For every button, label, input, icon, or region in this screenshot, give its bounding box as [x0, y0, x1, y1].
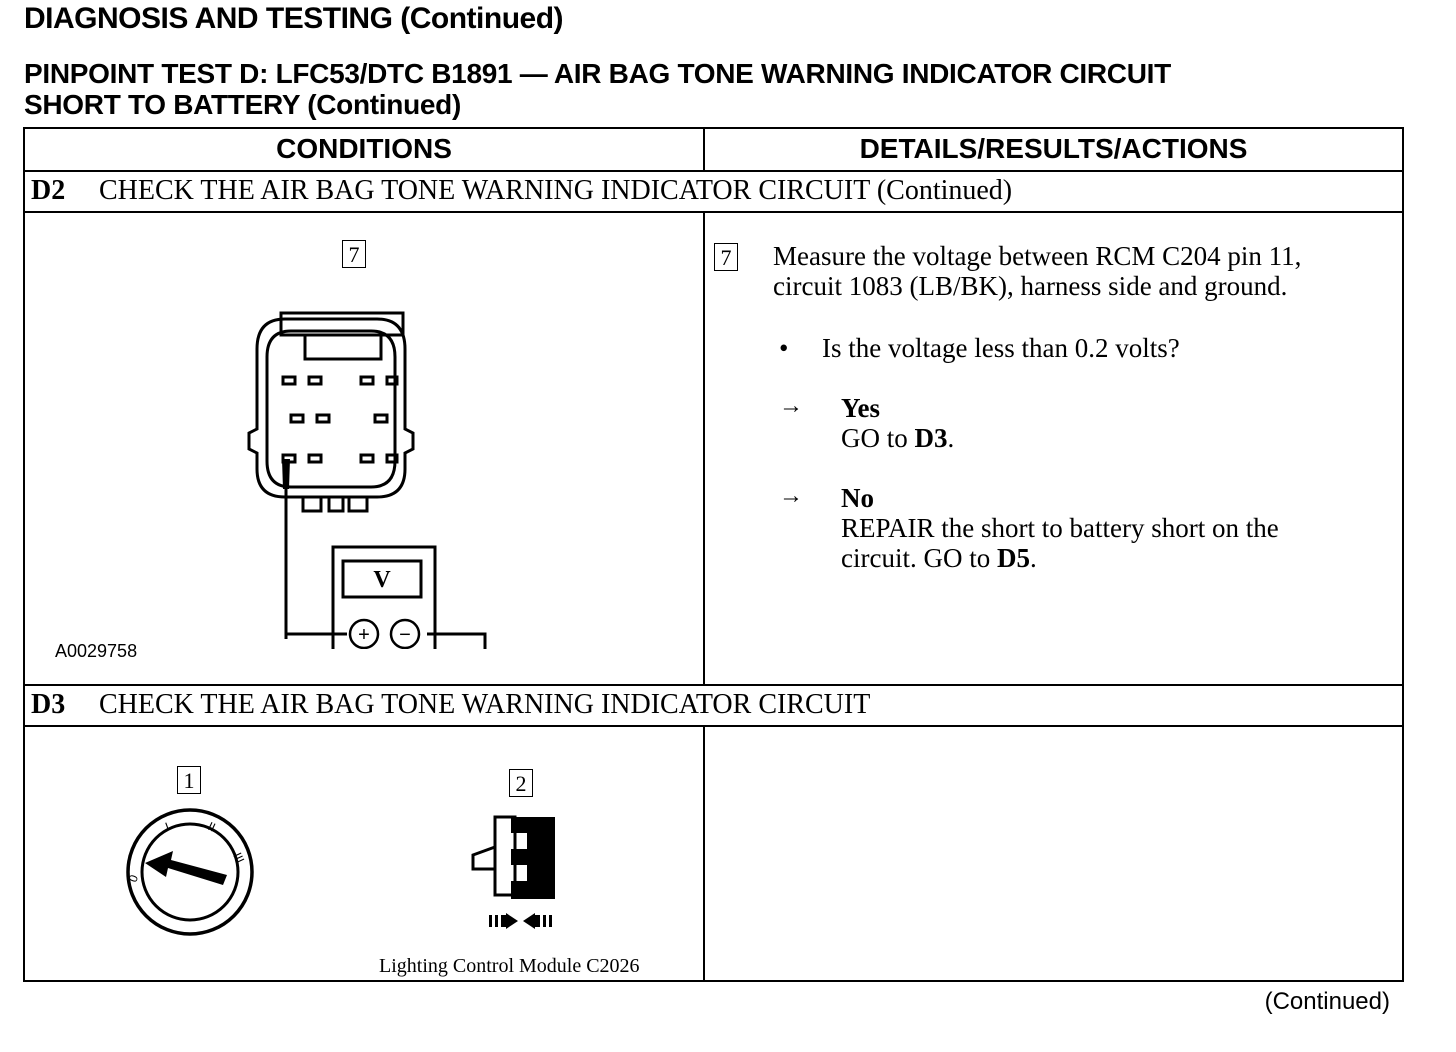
d2-section-title: D2 CHECK THE AIR BAG TONE WARNING INDICAT…: [31, 175, 1012, 207]
d3-step2-box: 2: [509, 769, 533, 797]
meter-minus-terminal: −: [399, 624, 411, 646]
test-title: PINPOINT TEST D: LFC53/DTC B1891 — AIR B…: [24, 58, 1384, 120]
d3-step1-box: 1: [177, 766, 201, 794]
col-header-details: DETAILS/RESULTS/ACTIONS: [859, 133, 1248, 164]
d3-col-divider: [703, 725, 705, 980]
yes-action-prefix: GO to: [841, 423, 915, 453]
d2-title-divider: [25, 211, 1402, 213]
d2-instruction: Measure the voltage between RCM C204 pin…: [773, 241, 1301, 301]
question-bullet: •: [779, 333, 789, 363]
d2-instruction-line-2: circuit 1083 (LB/BK), harness side and g…: [773, 271, 1288, 301]
header-divider: [25, 170, 1402, 172]
d3-step-id: D3: [31, 689, 66, 720]
d2-voltmeter-diagram: V + −: [247, 311, 487, 649]
d2-title-text: CHECK THE AIR BAG TONE WARNING INDICATOR…: [99, 175, 1013, 206]
no-action-prefix: circuit. GO to: [841, 543, 997, 573]
page-title: DIAGNOSIS AND TESTING (Continued): [24, 2, 564, 35]
test-title-line-1: PINPOINT TEST D: LFC53/DTC B1891 — AIR B…: [24, 58, 1171, 89]
d3-title-text: CHECK THE AIR BAG TONE WARNING INDICATOR…: [99, 689, 871, 720]
d2-step-box: 7: [342, 240, 366, 268]
d2-instruction-line-1: Measure the voltage between RCM C204 pin…: [773, 241, 1302, 271]
col-header-conditions: CONDITIONS: [276, 133, 452, 164]
voltmeter-icon: V + −: [331, 545, 437, 649]
connector-icon: [247, 311, 415, 513]
d3-section-title: D3 CHECK THE AIR BAG TONE WARNING INDICAT…: [31, 689, 870, 721]
connector-caption: Lighting Control Module C2026: [379, 955, 640, 977]
d3-title-divider: [25, 725, 1402, 727]
ignition-position-0: 0: [126, 873, 142, 884]
meter-display-label: V: [373, 567, 391, 593]
meter-plus-terminal: +: [358, 624, 370, 646]
d2-detail-step-box: 7: [714, 243, 738, 271]
continued-note: (Continued): [1264, 988, 1390, 1015]
ignition-position-2: II: [206, 819, 218, 835]
header-col-divider: [703, 129, 705, 171]
no-label: No: [841, 483, 874, 513]
d2-step-number: 7: [342, 240, 366, 268]
d2-figure-id: A0029758: [55, 641, 138, 661]
d3-top-divider: [25, 684, 1402, 686]
disconnect-connector-icon: [471, 815, 555, 929]
yes-result: Yes GO to D3.: [841, 393, 954, 453]
no-action-link: D5: [996, 543, 1030, 573]
right-arrow-icon: →: [779, 393, 803, 419]
d3-step1-number: 1: [177, 766, 201, 794]
no-result: No REPAIR the short to battery short on …: [841, 483, 1279, 573]
d2-step-id: D2: [31, 175, 66, 206]
d2-detail-step-number: 7: [714, 243, 738, 271]
d3-step2-number: 2: [509, 769, 533, 797]
no-action-line-2: circuit. GO to D5.: [841, 543, 1279, 573]
ignition-switch-icon: 0 I II III: [126, 808, 254, 936]
yes-action-link: D3: [914, 423, 948, 453]
yes-action: GO to D3.: [841, 423, 954, 453]
yes-action-suffix: .: [947, 423, 955, 453]
d2-question: Is the voltage less than 0.2 volts?: [822, 333, 1180, 363]
no-action-line-1: REPAIR the short to battery short on the: [841, 513, 1279, 543]
right-arrow-icon: →: [779, 483, 803, 509]
d2-col-divider: [703, 211, 705, 685]
test-title-line-2: SHORT TO BATTERY (Continued): [24, 89, 461, 120]
no-action-suffix: .: [1029, 543, 1037, 573]
yes-label: Yes: [841, 393, 880, 423]
ignition-position-1: I: [163, 820, 171, 834]
